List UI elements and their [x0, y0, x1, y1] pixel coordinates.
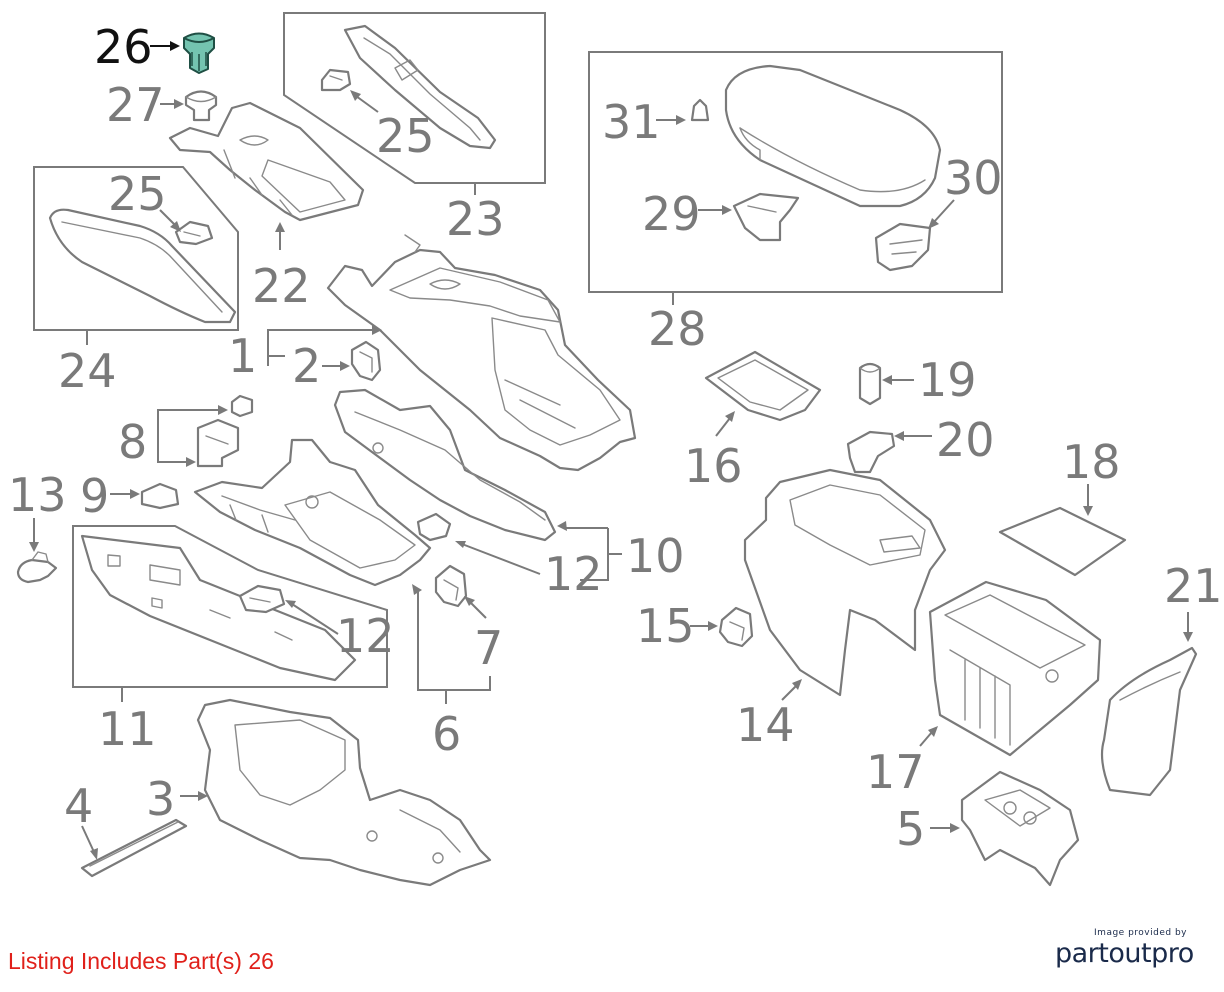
part-18-pad [998, 506, 1127, 577]
part-28-armrest-lid [724, 64, 942, 208]
group-box-11 [72, 525, 388, 688]
callout-22: 22 [252, 259, 311, 313]
callout-12-lower: 12 [336, 609, 395, 663]
callout-18: 18 [1062, 435, 1121, 489]
part-24-cover [48, 208, 237, 324]
part-1-console-body [326, 234, 637, 472]
callout-6: 6 [432, 707, 461, 761]
callout-12-upper: 12 [544, 547, 603, 601]
callout-31: 31 [602, 95, 661, 149]
part-30-hinge [874, 222, 932, 272]
group-box-23 [283, 12, 546, 184]
callout-4: 4 [64, 779, 93, 833]
callout-8: 8 [118, 415, 147, 469]
callout-19: 19 [918, 353, 977, 407]
part-7-clip [434, 564, 468, 608]
part-25-clip-upper [320, 68, 352, 92]
part-5-bracket [960, 770, 1080, 887]
part-31-bumper [690, 98, 710, 122]
leader-lines [29, 41, 1193, 860]
listing-note: Listing Includes Part(s) 26 [8, 948, 274, 974]
callout-9: 9 [80, 469, 109, 523]
part-26-clip-highlighted [183, 32, 215, 74]
callout-30: 30 [944, 151, 1003, 205]
group-box-24 [33, 166, 239, 331]
callout-16: 16 [684, 439, 743, 493]
callout-7: 7 [474, 621, 503, 675]
callout-20: 20 [936, 413, 995, 467]
part-11-side-panel [80, 534, 357, 682]
callout-14: 14 [736, 698, 795, 752]
callout-28: 28 [648, 302, 707, 356]
callout-17: 17 [866, 745, 925, 799]
part-2-clip [350, 340, 382, 382]
callout-26: 26 [94, 20, 153, 74]
part-6-tray-frame [193, 438, 432, 587]
group-box-28 [588, 51, 1003, 293]
part-25-clip-lower [174, 220, 214, 246]
part-15-clip [718, 606, 754, 648]
part-17-storage-box [928, 580, 1102, 757]
part-12-clip-upper [416, 512, 452, 542]
callout-13: 13 [8, 468, 67, 522]
part-3-bracket [196, 698, 492, 887]
part-20-plug [846, 430, 896, 474]
partoutpro-logo: partoutpro [1055, 938, 1194, 969]
callout-10: 10 [626, 529, 685, 583]
part-19-fitting [858, 362, 882, 406]
callout-labels: 26 27 25 25 23 22 24 31 29 30 28 1 2 8 9… [8, 20, 1223, 856]
callout-5: 5 [896, 802, 925, 856]
credit-caption: Image provided by [1094, 928, 1187, 938]
part-22-shifter-trim [168, 101, 365, 222]
callout-24: 24 [58, 344, 117, 398]
callout-1: 1 [228, 329, 257, 383]
callout-21: 21 [1164, 559, 1223, 613]
part-8-brackets [196, 394, 254, 468]
part-21-rear-cover [1100, 646, 1198, 797]
part-12-clip-lower [238, 584, 286, 614]
part-10-lower-frame [333, 388, 557, 542]
callout-11: 11 [98, 702, 157, 756]
callout-3: 3 [146, 772, 175, 826]
part-14-rear-console [743, 468, 947, 697]
part-23-side-trim [343, 24, 497, 150]
callout-27: 27 [106, 78, 165, 132]
callout-15: 15 [636, 599, 695, 653]
part-9-clip [140, 482, 180, 510]
image-credit[interactable]: Image provided by partoutpro [1055, 928, 1205, 969]
part-13-push-pin [16, 551, 58, 584]
callout-25-lower: 25 [108, 167, 167, 221]
part-4-strip [80, 818, 188, 878]
callout-25-upper: 25 [376, 109, 435, 163]
callout-2: 2 [292, 339, 321, 393]
callout-29: 29 [642, 187, 701, 241]
callout-23: 23 [446, 192, 505, 246]
part-16-tray [704, 350, 822, 422]
part-29-latch [732, 192, 800, 242]
part-27-clip [184, 90, 218, 122]
